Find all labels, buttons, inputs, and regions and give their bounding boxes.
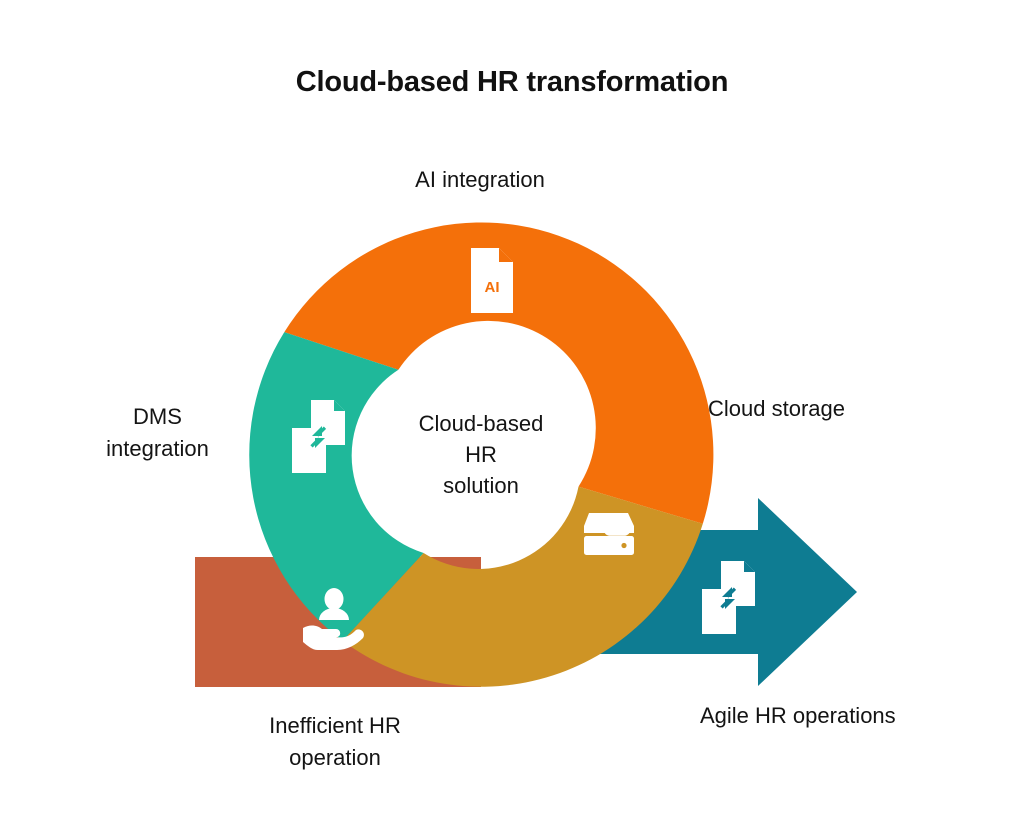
ai-integration-segment[interactable] [284,222,714,524]
ai-document-icon: AI [471,248,513,313]
label-dms-integration: DMS integration [106,404,209,461]
merge-documents-icon-teal [292,400,345,473]
merge-documents-icon-arrow [702,561,755,634]
svg-text:AI: AI [485,279,500,296]
label-agile-hr-operations: Agile HR operations [700,703,896,728]
label-inefficient-hr-operation: Inefficient HR operation [269,713,401,770]
label-ai-integration: AI integration [415,167,545,192]
cloud-storage-icon [584,513,634,555]
center-label: Cloud-based HR solution [418,411,544,499]
hand-holding-person-icon [303,588,364,650]
page-title: Cloud-based HR transformation [295,66,729,98]
dms-integration-segment[interactable] [249,332,424,641]
label-cloud-storage: Cloud storage [708,396,845,421]
donut-center-hole [379,353,583,557]
